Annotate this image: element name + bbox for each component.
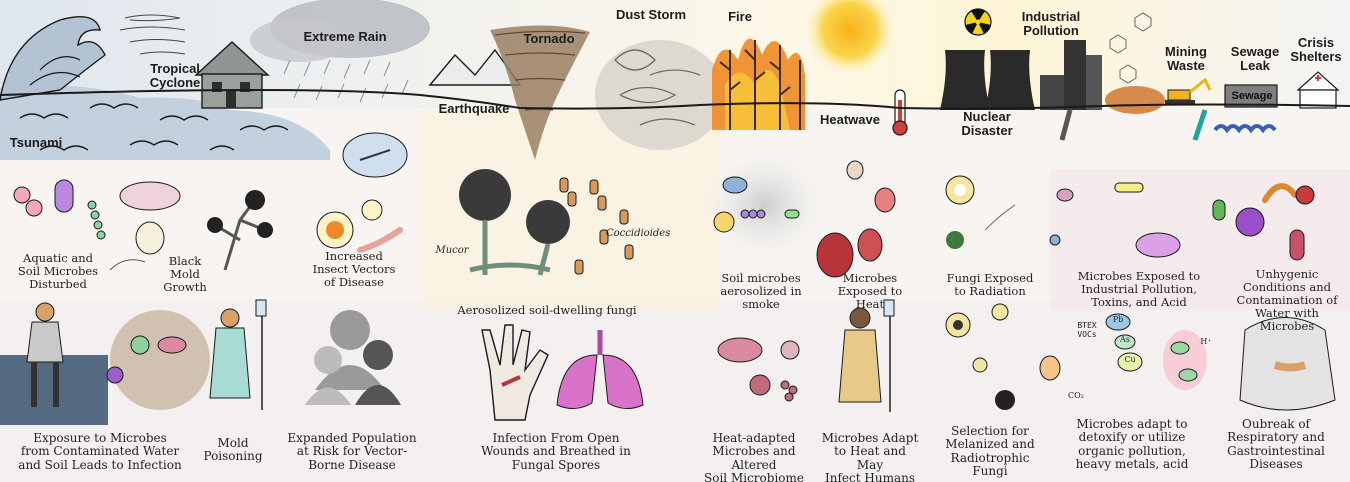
label-mold-poisoning: Mold Poisoning xyxy=(200,437,266,464)
label-crisis-shelters: Crisis Shelters xyxy=(1286,36,1346,65)
label-aerosolized-fungi: Aerosolized soil-dwelling fungi xyxy=(452,304,642,317)
label-vector-population: Expanded Population at Risk for Vector- … xyxy=(282,432,422,472)
label-earthquake: Earthquake xyxy=(434,102,514,116)
label-respiratory: Oubreak of Respiratory and Gastrointesti… xyxy=(1222,418,1330,472)
label-mucor: Mucor xyxy=(432,245,472,256)
label-fungi-radiation: Fungi Exposed to Radiation xyxy=(940,272,1040,298)
label-heatwave: Heatwave xyxy=(812,113,888,127)
dust-storm xyxy=(595,40,725,150)
label-black-mold: Black Mold Growth xyxy=(158,255,212,294)
label-water-infection: Exposure to Microbes from Contaminated W… xyxy=(8,432,192,472)
label-coccidioides: Coccidioides xyxy=(606,228,670,239)
label-melanized: Selection for Melanized and Radiotrophic… xyxy=(940,425,1040,479)
label-tropical-cyclone: Tropical Cyclone xyxy=(142,62,208,91)
label-fire: Fire xyxy=(720,10,760,24)
label-h-plus: H⁺ xyxy=(1198,338,1214,347)
mining-pile xyxy=(1105,86,1165,114)
label-tornado: Tornado xyxy=(518,32,580,46)
thermometer xyxy=(893,90,907,135)
label-fungal-infection: Infection From Open Wounds and Breathed … xyxy=(472,432,640,472)
label-sewage-leak: Sewage Leak xyxy=(1230,45,1280,74)
label-sewage-sign: Sewage xyxy=(1228,90,1276,102)
label-insect-vectors: Increased Insect Vectors of Disease xyxy=(302,250,406,289)
label-dust-storm: Dust Storm xyxy=(611,8,691,22)
label-extreme-rain: Extreme Rain xyxy=(295,30,395,44)
label-nuclear-disaster: Nuclear Disaster xyxy=(952,110,1022,139)
label-detoxify: Microbes adapt to detoxify or utilize or… xyxy=(1072,418,1192,472)
label-as: As xyxy=(1118,336,1132,345)
smoke-cloud xyxy=(705,150,825,260)
label-pb: Pb xyxy=(1110,316,1126,325)
label-mining-waste: Mining Waste xyxy=(1155,45,1217,74)
label-aquatic-microbes: Aquatic and Soil Microbes Disturbed xyxy=(8,252,108,291)
label-tsunami: Tsunami xyxy=(6,136,66,150)
label-cu: Cu xyxy=(1122,356,1138,365)
label-unhygienic: Unhygenic Conditions and Contamination o… xyxy=(1228,268,1346,332)
label-heat-humans: Microbes Adapt to Heat and May Infect Hu… xyxy=(820,432,920,482)
label-co2: CO₂ xyxy=(1066,392,1086,401)
label-heat-adapted: Heat-adapted Microbes and Altered Soil M… xyxy=(694,432,814,482)
label-exposed-heat: Microbes Exposed to Heat xyxy=(822,272,918,311)
label-industrial-pollution: Industrial Pollution xyxy=(1012,10,1090,39)
label-industrial-exposed: Microbes Exposed to Industrial Pollution… xyxy=(1070,270,1208,309)
label-btex: BTEX VOCs xyxy=(1072,322,1102,340)
label-soil-smoke: Soil microbes aerosolized in smoke xyxy=(700,272,822,311)
